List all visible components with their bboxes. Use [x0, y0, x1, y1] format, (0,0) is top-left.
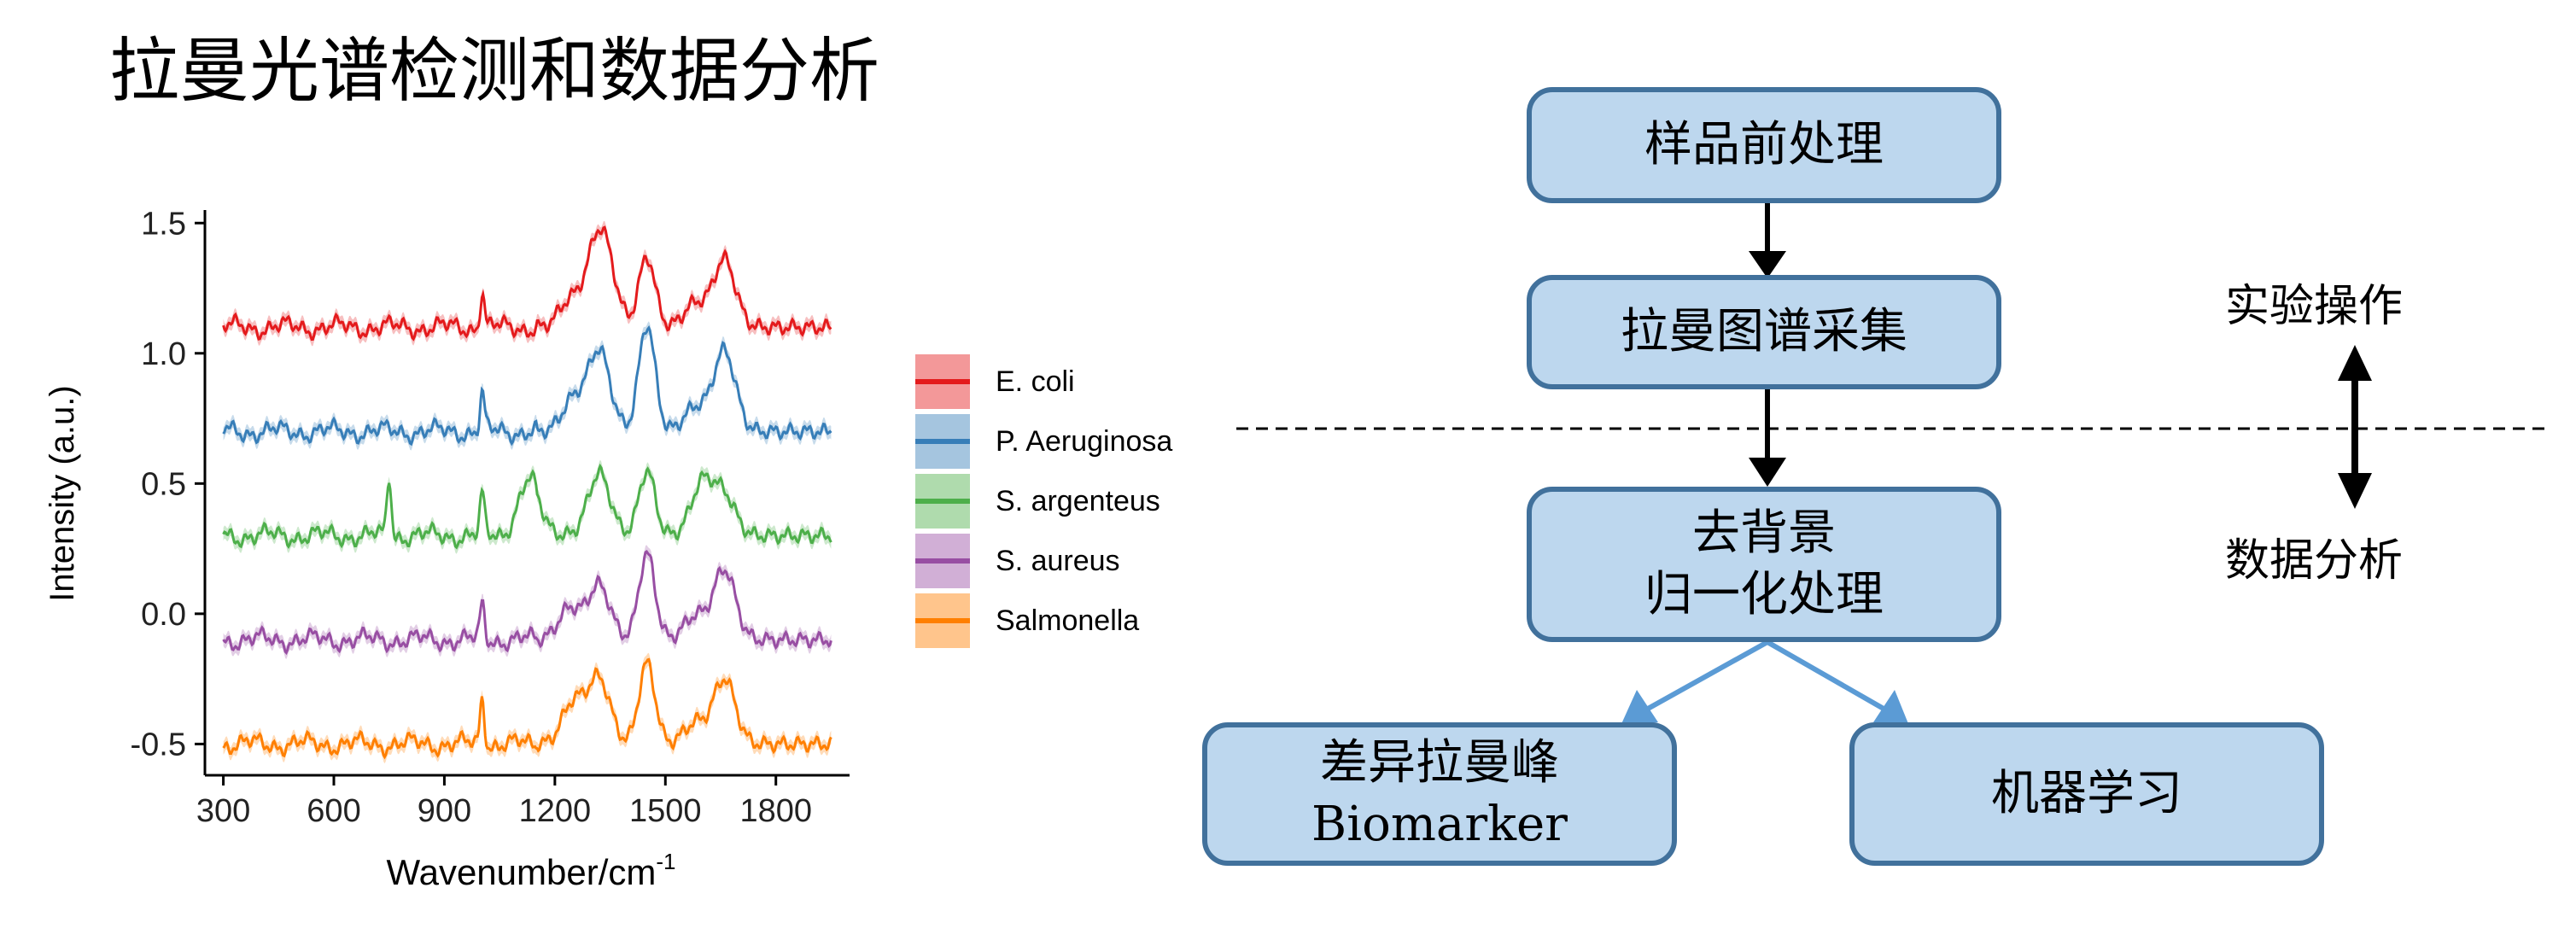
- legend-item-s-aureus: S. aureus: [915, 531, 1172, 591]
- step-label-line2: 归一化处理: [1644, 567, 1884, 622]
- step-machine-learning: 机器学习: [1849, 722, 2324, 866]
- x-tick-label: 1200: [519, 793, 592, 829]
- page-title: 拉曼光谱检测和数据分析: [109, 31, 880, 112]
- step-preprocessing: 去背景 归一化处理: [1527, 487, 2001, 642]
- step-sample-pretreatment: 样品前处理: [1527, 87, 2001, 203]
- x-axis-label-superscript: -1: [656, 849, 675, 874]
- legend-key-s-argenteus: [915, 474, 970, 529]
- label-data-analysis: 数据分析: [2225, 535, 2404, 587]
- step-label-line1: 差异拉曼峰: [1320, 735, 1559, 791]
- y-axis-label: Intensity (a.u.): [44, 385, 81, 601]
- x-axis-label-text: Wavenumber/cm: [387, 852, 657, 892]
- step-biomarker: 差异拉曼峰 Biomarker: [1202, 722, 1677, 866]
- legend-label-salmonella: Salmonella: [996, 604, 1140, 637]
- x-tick-label: 600: [307, 793, 360, 829]
- y-ticks: -0.5 0.0 0.5 1.0 1.5: [131, 206, 205, 762]
- chart-legend: E. coli P. Aeruginosa S. argenteus S. au…: [915, 352, 1172, 651]
- x-axis-label: Wavenumber/cm-1: [387, 849, 676, 892]
- legend-item-salmonella: Salmonella: [915, 591, 1172, 651]
- legend-key-salmonella: [915, 593, 970, 648]
- raman-spectra-chart: -0.5 0.0 0.5 1.0 1.5 300 600 900 1200 1500 1800 I…: [44, 206, 850, 892]
- series-line-salmonella: [222, 657, 832, 760]
- legend-item-p-aeruginosa: P. Aeruginosa: [915, 412, 1172, 471]
- legend-key-p-aeruginosa: [915, 414, 970, 469]
- step-raman-acquisition: 拉曼图谱采集: [1527, 275, 2001, 389]
- arrow-pretreat-to-acquire: [1749, 203, 1786, 278]
- series-line-s-argenteus: [222, 463, 832, 550]
- legend-label-p-aeruginosa: P. Aeruginosa: [996, 424, 1173, 458]
- series-line-p-aeruginosa: [222, 324, 832, 447]
- x-tick-label: 1800: [739, 793, 812, 829]
- legend-label-s-aureus: S. aureus: [996, 544, 1120, 577]
- label-experimental-operation: 实验操作: [2225, 281, 2404, 332]
- arrow-preprocess-to-ml: [1766, 640, 1909, 726]
- legend-key-s-aureus: [915, 534, 970, 588]
- step-label-line2: Biomarker: [1311, 797, 1568, 852]
- series-group: [222, 220, 832, 764]
- arrow-preprocess-to-biomarker: [1621, 640, 1769, 726]
- step-label: 机器学习: [1991, 766, 2182, 821]
- step-label-line1: 去背景: [1692, 505, 1836, 561]
- legend-label-e-coli: E. coli: [996, 365, 1075, 398]
- step-label: 样品前处理: [1644, 117, 1884, 172]
- legend-label-s-argenteus: S. argenteus: [996, 484, 1160, 517]
- legend-item-s-argenteus: S. argenteus: [915, 471, 1172, 531]
- step-label: 拉曼图谱采集: [1621, 304, 1907, 359]
- x-tick-label: 1500: [629, 793, 702, 829]
- y-tick-label: 0.5: [141, 466, 186, 502]
- x-tick-label: 900: [418, 793, 471, 829]
- x-ticks: 300 600 900 1200 1500 1800: [196, 775, 812, 829]
- y-tick-label: -0.5: [131, 727, 186, 762]
- series-line-s-aureus: [222, 549, 832, 656]
- x-tick-label: 300: [196, 793, 250, 829]
- legend-key-e-coli: [915, 354, 970, 409]
- y-tick-label: 1.0: [141, 336, 186, 372]
- series-line-e-coli: [222, 225, 832, 342]
- double-arrow-operation-analysis: [2338, 345, 2372, 509]
- arrow-acquire-to-preprocess: [1749, 389, 1786, 487]
- y-tick-label: 1.5: [141, 206, 186, 242]
- y-tick-label: 0.0: [141, 597, 186, 633]
- legend-item-e-coli: E. coli: [915, 352, 1172, 412]
